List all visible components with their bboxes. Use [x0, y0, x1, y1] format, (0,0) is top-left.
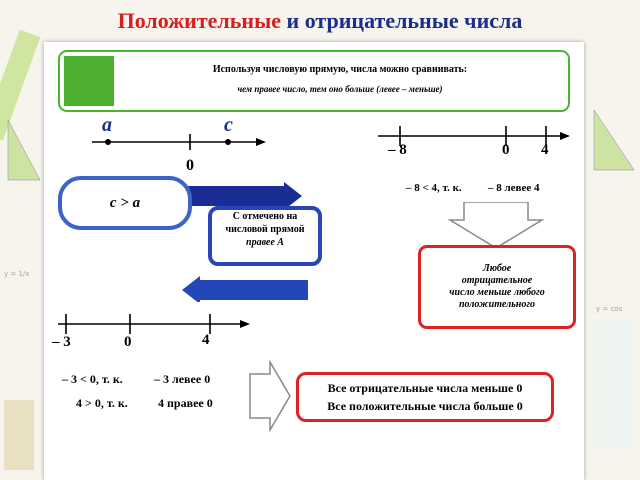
rule-box: Любое отрицательное число меньше любого … — [418, 245, 576, 329]
page-title: Положительные и отрицательные числа — [0, 8, 640, 34]
rule-line-1: Любое — [482, 263, 512, 274]
statement-1a: – 3 < 0, т. к. — [62, 372, 123, 386]
explanation-box: С отмечено на числовой прямой правее А — [208, 206, 322, 266]
box-line-1: С отмечено на — [232, 211, 298, 222]
background-math-scraps: y = 1/x — [4, 270, 30, 278]
number-line-a-c — [92, 134, 266, 150]
number-line-minus8-4 — [378, 126, 570, 146]
title-part-negative: и отрицательные числа — [286, 8, 523, 33]
label-four-3: 4 — [202, 332, 210, 348]
content-panel: Используя числовую прямую, числа можно с… — [44, 42, 584, 480]
label-four-2: 4 — [541, 142, 549, 158]
box-line-3: правее А — [246, 237, 284, 248]
conclusion-line-1: Все отрицательные числа меньше 0 — [327, 381, 523, 395]
background-math-scraps: y = cos — [596, 305, 623, 313]
label-zero-2: 0 — [502, 142, 510, 158]
number-line-minus3-4 — [58, 314, 250, 334]
banner-green-block — [64, 56, 114, 106]
box-line-2: числовой прямой — [225, 224, 305, 235]
banner-line-1: Используя числовую прямую, числа можно с… — [212, 64, 468, 75]
arrows-graphic — [174, 182, 308, 302]
c-greater-a-oval: c > a — [58, 176, 192, 230]
caption-compare-2: – 8 левее 4 — [488, 182, 540, 194]
caption-compare-1: – 8 < 4, т. к. — [406, 182, 462, 194]
rule-line-2: отрицательное — [461, 275, 533, 286]
statement-2b: 4 правее 0 — [158, 396, 213, 410]
background-ruler — [0, 29, 41, 470]
conclusion-box: Все отрицательные числа меньше 0 Все пол… — [296, 372, 554, 422]
label-c: c — [224, 114, 233, 136]
label-minus8: – 8 — [388, 142, 407, 158]
rule-line-3: число меньше любого — [449, 287, 545, 298]
label-minus3: – 3 — [52, 334, 71, 350]
label-a: a — [102, 114, 112, 136]
rule-banner: Используя числовую прямую, числа можно с… — [58, 50, 570, 112]
conclusion-line-2: Все положительные числа больше 0 — [327, 399, 523, 413]
right-arrow — [249, 360, 291, 432]
down-arrow — [448, 202, 544, 249]
background-triangle — [593, 109, 635, 450]
banner-line-2: чем правее число, тем оно больше (левее … — [237, 84, 443, 94]
title-part-positive: Положительные — [117, 8, 282, 33]
rule-line-4: положительного — [458, 299, 536, 310]
statement-2a: 4 > 0, т. к. — [76, 396, 128, 410]
label-zero-3: 0 — [124, 334, 132, 350]
label-zero-1: 0 — [186, 157, 194, 174]
statement-1b: – 3 левее 0 — [154, 372, 211, 386]
